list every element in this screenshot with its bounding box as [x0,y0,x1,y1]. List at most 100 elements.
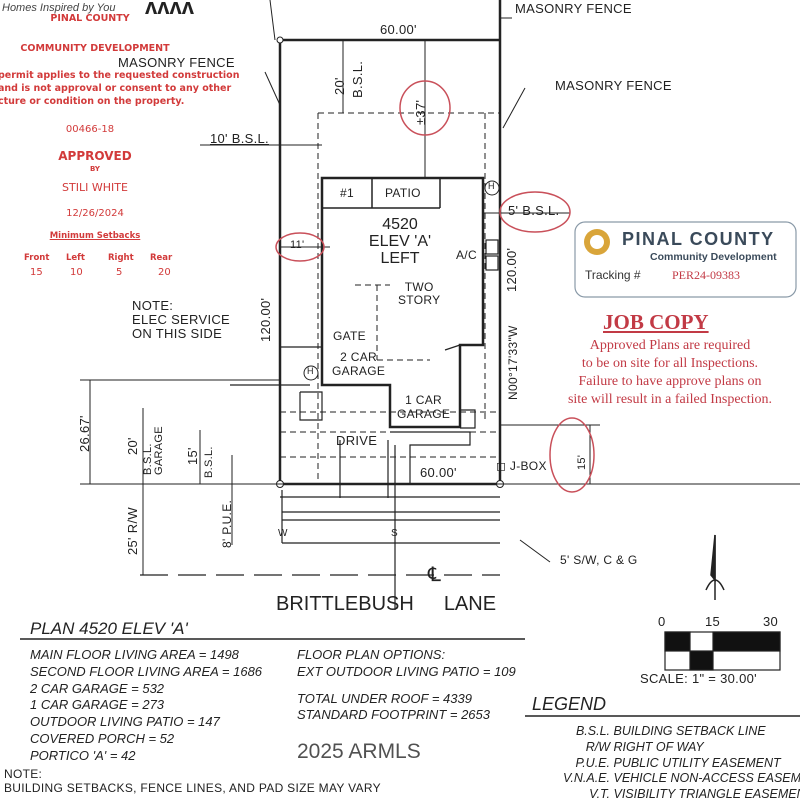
legend-abbr: P.U.E. [575,755,610,770]
job-copy-line: site will result in a failed Inspection. [567,392,773,407]
house-footprint [320,176,485,429]
legend-item: P.U.E. PUBLIC UTILITY EASEMENT [530,756,800,772]
tracking-department: Community Development [650,251,777,263]
setback-value: 10 [70,267,83,278]
legend-abbr: R/W [585,739,610,754]
review-markups [275,80,595,493]
footer-note-label: NOTE: [4,767,43,781]
area-item: SECOND FLOOR LIVING AREA = 1686 [30,663,263,679]
bsl-garage-label: B.S.L.GARAGE [142,426,165,475]
label-line: ELEC SERVICE [132,312,231,327]
front-dim: 15' [576,454,588,470]
hose-bib-icon [484,180,500,196]
approver-name: STILI WHITE [62,181,128,194]
tracking-number: PER24-09383 [672,268,741,282]
job-copy-title: JOB COPY [603,310,709,334]
bearing-label: N00°17'33"W [506,325,520,400]
patio-number: #1 [340,186,354,200]
approved-by-label: BY [89,165,101,173]
scale-tick: 30 [763,614,779,629]
label-line: GARAGE [332,364,386,378]
dim-20: 20' [125,437,140,455]
scale-tick: 15 [705,614,721,629]
bsl-15-label: B.S.L. [203,446,215,478]
area-item: FLOOR PLAN OPTIONS: [297,647,446,662]
area-item: TOTAL UNDER ROOF = 4339 [297,690,472,706]
legend-item: R/W RIGHT OF WAY [530,740,800,756]
disclaimer-line: permit applies to the requested construc… [0,70,240,81]
scale-bar [664,631,781,671]
right-bsl-label: 5' B.S.L. [508,203,560,218]
legend-abbr: B.S.L. [575,724,610,738]
legend-text: VISIBILITY TRIANGLE EASEMENT [613,787,800,799]
setback-label: Rear [150,253,173,263]
legend-item: V.T. VISIBILITY TRIANGLE EASEMENT [530,787,800,799]
hose-bib-label: H [307,366,314,376]
sewer-label: S [391,528,398,539]
approval-status: APPROVED [58,149,132,163]
area-item: PORTICO 'A' = 42 [30,747,136,763]
dim-26-67: 26.67' [77,415,92,452]
area-item: STANDARD FOOTPRINT = 2653 [297,707,490,723]
pinal-sun-logo-icon [584,229,610,255]
sidewalk-label: 5' S/W, C & G [560,553,638,567]
plan-number: 4520 [382,216,418,233]
left-bsl-label: 10' B.S.L. [210,131,269,146]
legend-abbr: V.N.A.E. [562,771,610,786]
depth-right-dim: 120.00' [504,247,519,292]
builder-logo: ᴧᴧᴧᴧ [145,0,194,19]
tracking-county: PINAL COUNTY [622,229,775,249]
legend-text: RIGHT OF WAY [613,739,704,754]
elevation-label: ELEV 'A' [368,233,432,250]
top-width-dim: 60.00' [380,22,417,37]
label-line: GARAGE [397,407,451,421]
legend-list: B.S.L. BUILDING SETBACK LINE R/W RIGHT O… [530,724,800,799]
label-line: GARAGE [153,426,165,475]
label-line: NOTE: [132,298,174,313]
label-line: 1 CAR [405,393,442,407]
label-line: 2 CAR [340,350,377,364]
setbacks-title: Minimum Setbacks [49,231,141,241]
dimension-lines [80,0,800,575]
legend-text: BUILDING SETBACK LINE [613,724,766,738]
setback-value: 5 [116,267,123,278]
tracking-box [574,221,797,298]
pue-label: 8' P.U.E. [220,499,234,548]
job-copy-line: Failure to have approve plans on [578,374,762,389]
masonry-fence-left-label: MASONRY FENCE [118,55,235,70]
jbox-label: ◻ J-BOX [496,459,547,473]
legend-title: LEGEND [532,694,607,714]
depth-left-dim: 120.00' [258,297,273,342]
disclaimer-line: and is not approval or consent to any ot… [0,83,232,94]
setback-label: Right [108,253,134,263]
scale-label: SCALE: 1" = 30.00' [640,671,757,686]
area-item: OUTDOOR LIVING PATIO = 147 [30,714,220,730]
tracking-label: Tracking # [585,268,641,282]
watermark: 2025 ARMLS [297,740,421,763]
area-item: 1 CAR GARAGE = 273 [30,697,165,713]
masonry-fence-right-label: MASONRY FENCE [555,78,672,93]
permit-number: 00466-18 [65,124,115,135]
ac-label: A/C [456,248,477,262]
masonry-fence-top-label: MASONRY FENCE [515,1,632,16]
street-word: LANE [443,593,497,615]
legend-abbr: V.T. [589,787,610,799]
job-copy-line: Approved Plans are required [589,338,751,353]
north-arrow-icon [705,534,725,600]
handing-label: LEFT [380,250,420,267]
drive-label: DRIVE [336,433,378,448]
footer-note-text: BUILDING SETBACKS, FENCE LINES, AND PAD … [4,781,381,795]
hose-bib-label: H [488,181,495,191]
scale-tick: 0 [658,614,666,629]
jbox-text: J-BOX [509,459,547,473]
water-label: W [278,528,288,539]
rear-setback-dim: 20' [332,77,347,95]
label-line: ON THIS SIDE [132,326,223,341]
